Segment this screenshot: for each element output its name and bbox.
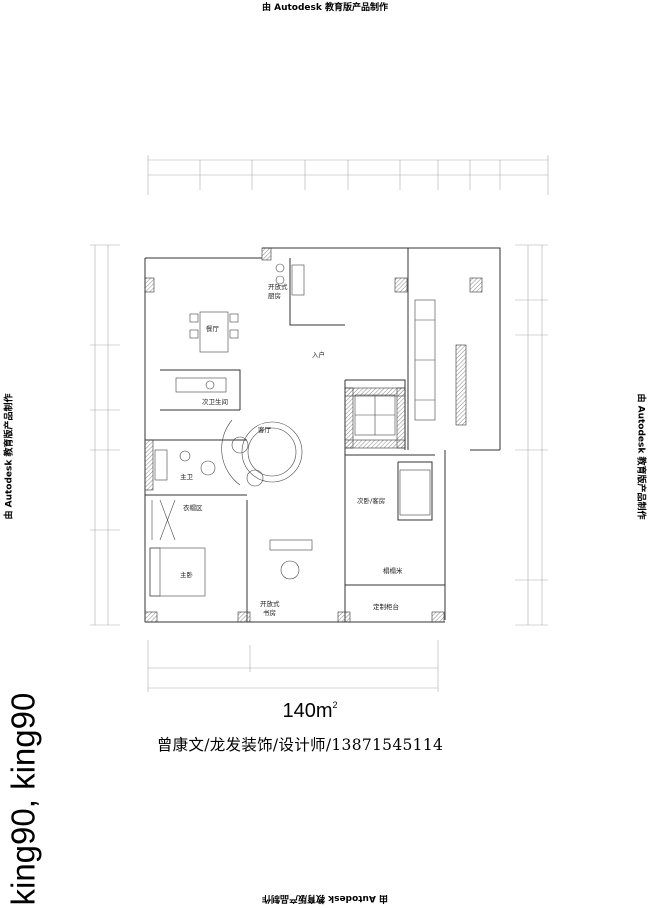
walls [144, 247, 501, 623]
room-label-master-bedroom: 主卧 [180, 570, 194, 579]
svg-text:书房: 书房 [263, 608, 276, 617]
room-label-dining: 餐厅 [206, 324, 220, 333]
room-label-master-bath: 主卫 [180, 472, 194, 481]
room-label-living: 客厅 [258, 425, 272, 434]
room-labels: 开放式 厨房 餐厅 入户 次卫生间 客厅 主卫 衣帽区 主卧 次卧/客房 榻榻米… [180, 282, 403, 617]
furniture [149, 263, 436, 597]
room-label-kitchen: 开放式 [268, 282, 288, 291]
room-label-entry: 入户 [312, 350, 325, 359]
author-tag: king90, king90 [4, 692, 42, 906]
room-label-guest-bath: 次卫生间 [202, 397, 228, 406]
floor-area: 140m2 [282, 700, 338, 722]
watermark-top: 由 Autodesk 教育版产品制作 [261, 3, 388, 13]
svg-text:厨房: 厨房 [268, 291, 281, 300]
room-label-second-bedroom: 次卧/客房 [357, 496, 385, 505]
room-label-closet: 衣帽区 [183, 503, 203, 512]
room-label-tatami: 榻榻米 [383, 566, 403, 575]
room-label-study: 开放式 [260, 599, 280, 608]
structural-columns [144, 247, 483, 623]
designer-info: 曾康文/龙发装饰/设计师/13871545114 [156, 736, 444, 754]
room-label-custom-cabinet: 定制柜台 [373, 602, 399, 611]
dimension-lines [90, 155, 549, 692]
